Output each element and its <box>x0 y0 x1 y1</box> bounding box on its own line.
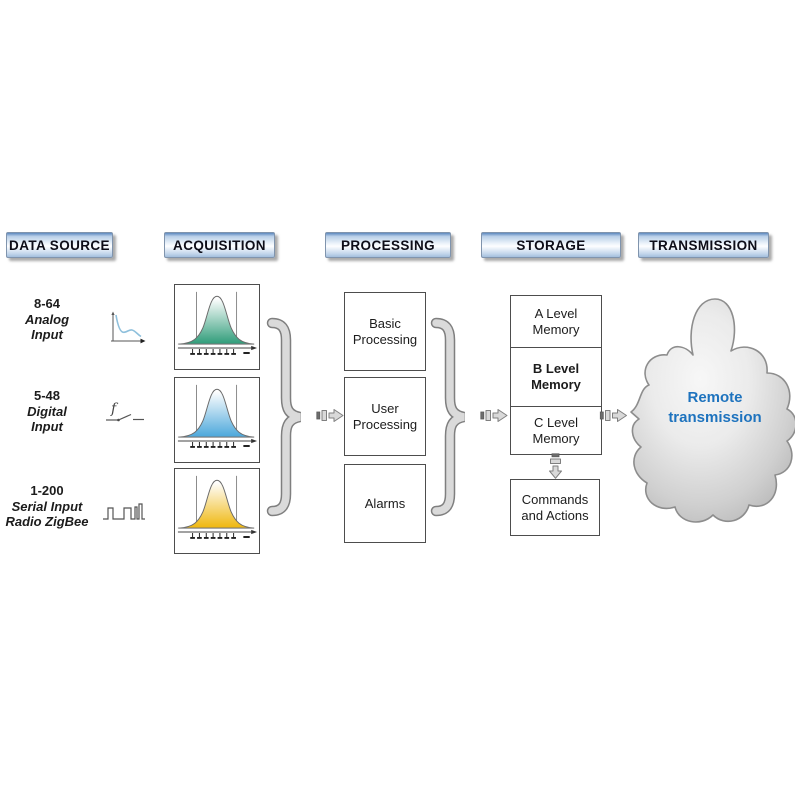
analog-signal-icon <box>111 311 146 344</box>
transmission-cloud-icon <box>630 298 795 523</box>
source-analog: 8-64 Analog Input <box>0 296 94 343</box>
source-serial-range: 1-200 <box>30 483 64 498</box>
digital-distribution-chart <box>177 384 258 448</box>
source-digital-name-1: Digital <box>27 403 67 419</box>
source-serial-name-1: Serial Input <box>11 498 83 514</box>
processing-brace-icon <box>430 317 466 517</box>
acquisition-brace-icon <box>266 317 302 517</box>
header-processing: PROCESSING <box>325 232 451 258</box>
memory-level-b: B Level Memory <box>511 347 601 406</box>
header-data-source: DATA SOURCE <box>6 232 113 258</box>
processing-box-basic: Basic Processing <box>344 292 426 371</box>
memory-level-c: C Level Memory <box>511 406 601 454</box>
serial-distribution-chart <box>177 475 258 539</box>
source-analog-name-1: Analog <box>24 311 70 327</box>
arrow-to-commands-icon <box>549 453 562 479</box>
commands-actions-box: Commands and Actions <box>510 479 600 536</box>
source-analog-name-2: Input <box>31 327 63 342</box>
source-digital-range: 5-48 <box>33 388 61 403</box>
digital-switch-icon: f <box>106 401 144 422</box>
svg-text:f: f <box>110 401 119 417</box>
acquisition-box-serial <box>174 468 260 554</box>
storage-memory-box: A Level Memory B Level Memory C Level Me… <box>510 295 602 455</box>
processing-box-alarms: Alarms <box>344 464 426 543</box>
arrow-to-processing-icon <box>316 409 344 422</box>
processing-box-user: User Processing <box>344 377 426 456</box>
acquisition-box-digital <box>174 377 260 463</box>
source-digital: 5-48 Digital Input <box>0 388 94 435</box>
header-storage: STORAGE <box>481 232 621 258</box>
header-transmission: TRANSMISSION <box>638 232 769 258</box>
memory-level-a: A Level Memory <box>532 305 580 337</box>
analog-distribution-chart <box>177 291 258 355</box>
arrow-to-transmission-icon <box>599 409 627 422</box>
remote-transmission-label: Remote transmission <box>668 389 762 426</box>
source-serial-name-2: Radio ZigBee <box>5 514 89 529</box>
acquisition-box-analog <box>174 284 260 370</box>
source-analog-range: 8-64 <box>33 296 61 311</box>
pulse-wave-icon <box>103 503 145 520</box>
source-digital-name-2: Input <box>31 419 63 434</box>
arrow-to-storage-icon <box>480 409 508 422</box>
header-acquisition: ACQUISITION <box>164 232 275 258</box>
source-serial: 1-200 Serial Input Radio ZigBee <box>0 483 94 530</box>
